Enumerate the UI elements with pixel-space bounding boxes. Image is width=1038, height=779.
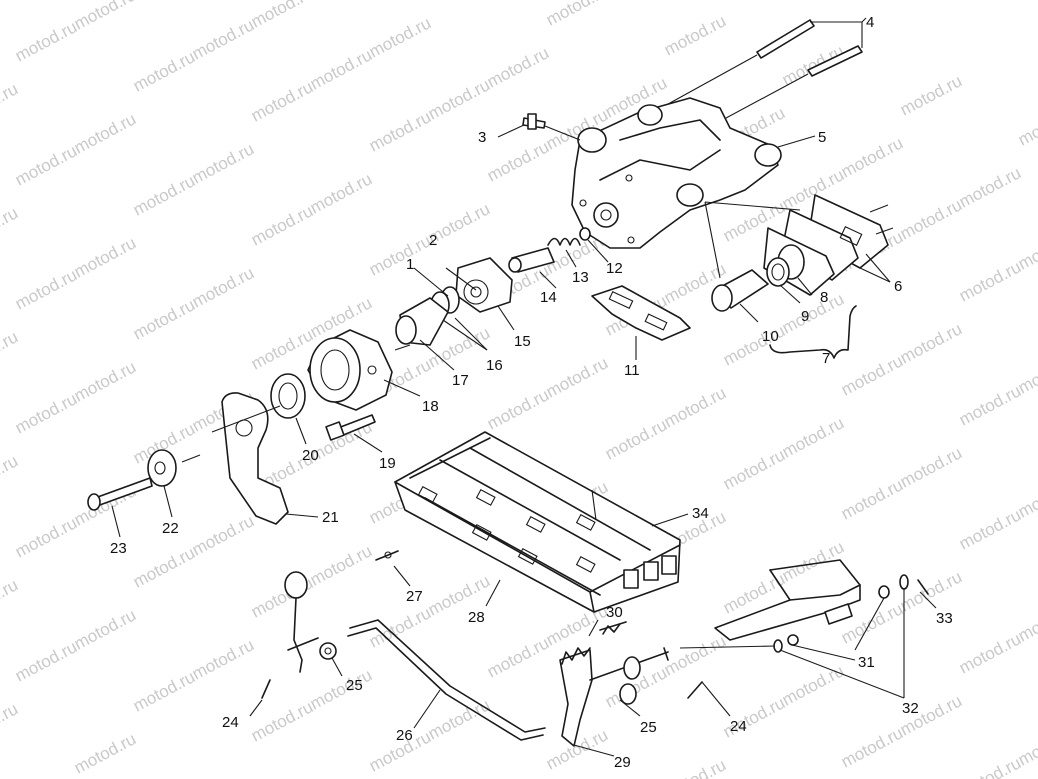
parts-31-32-33 [679, 559, 929, 653]
callout-8: 8 [820, 289, 828, 306]
callout-33: 33 [936, 610, 953, 627]
left-linkage [261, 571, 337, 699]
part-5-housing [571, 97, 801, 279]
part-3-bolt [522, 113, 581, 141]
callout-24a: 24 [222, 714, 239, 731]
callout-21: 21 [322, 509, 339, 526]
callout-23: 23 [110, 540, 127, 557]
callout-24b: 24 [730, 718, 747, 735]
callout-18: 18 [422, 398, 439, 415]
callout-30: 30 [606, 604, 623, 621]
callout-14: 14 [540, 289, 557, 306]
parts-29-30-pedal [559, 621, 703, 747]
callout-3: 3 [478, 129, 486, 146]
callout-12: 12 [606, 260, 623, 277]
callout-11: 11 [624, 362, 640, 379]
callout-13: 13 [572, 269, 589, 286]
callout-28: 28 [468, 609, 485, 626]
parts-8-9-10 [711, 244, 857, 359]
leader-lines [111, 17, 937, 757]
part-21-arm [211, 392, 289, 525]
callout-25b: 25 [640, 719, 657, 736]
callout-16: 16 [486, 357, 503, 374]
callout-22: 22 [162, 520, 179, 537]
part-27-pin [375, 550, 399, 561]
callout-4: 4 [866, 14, 874, 31]
callout-19: 19 [379, 455, 396, 472]
parts-28-34-tray [394, 431, 681, 613]
part-4-rods [649, 19, 863, 133]
callout-labels: 4 3 5 6 8 9 10 7 2 1 12 13 14 15 16 17 1… [110, 14, 953, 771]
parts-22-23 [87, 449, 201, 511]
callout-7: 7 [822, 350, 830, 367]
parts-12-13-14 [508, 227, 591, 273]
part-19-bolt [325, 414, 376, 441]
part-20-washer [270, 373, 306, 419]
part-18-cup [307, 329, 393, 411]
callout-27: 27 [406, 588, 423, 605]
part-11-clip [591, 285, 691, 341]
callout-29: 29 [614, 754, 631, 771]
parts-1-2-15-16-17 [394, 257, 513, 351]
callout-32: 32 [902, 700, 919, 717]
callout-26: 26 [396, 727, 413, 744]
part-26-rod [347, 619, 546, 741]
callout-25a: 25 [346, 677, 363, 694]
callout-1: 1 [406, 256, 414, 273]
callout-20: 20 [302, 447, 319, 464]
callout-17: 17 [452, 372, 469, 389]
callout-34: 34 [692, 505, 709, 522]
callout-6: 6 [894, 278, 902, 295]
callout-10: 10 [762, 328, 779, 345]
callout-2: 2 [429, 232, 437, 249]
callout-5: 5 [818, 129, 826, 146]
callout-31: 31 [858, 654, 875, 671]
callout-15: 15 [514, 333, 531, 350]
callout-9: 9 [801, 308, 809, 325]
